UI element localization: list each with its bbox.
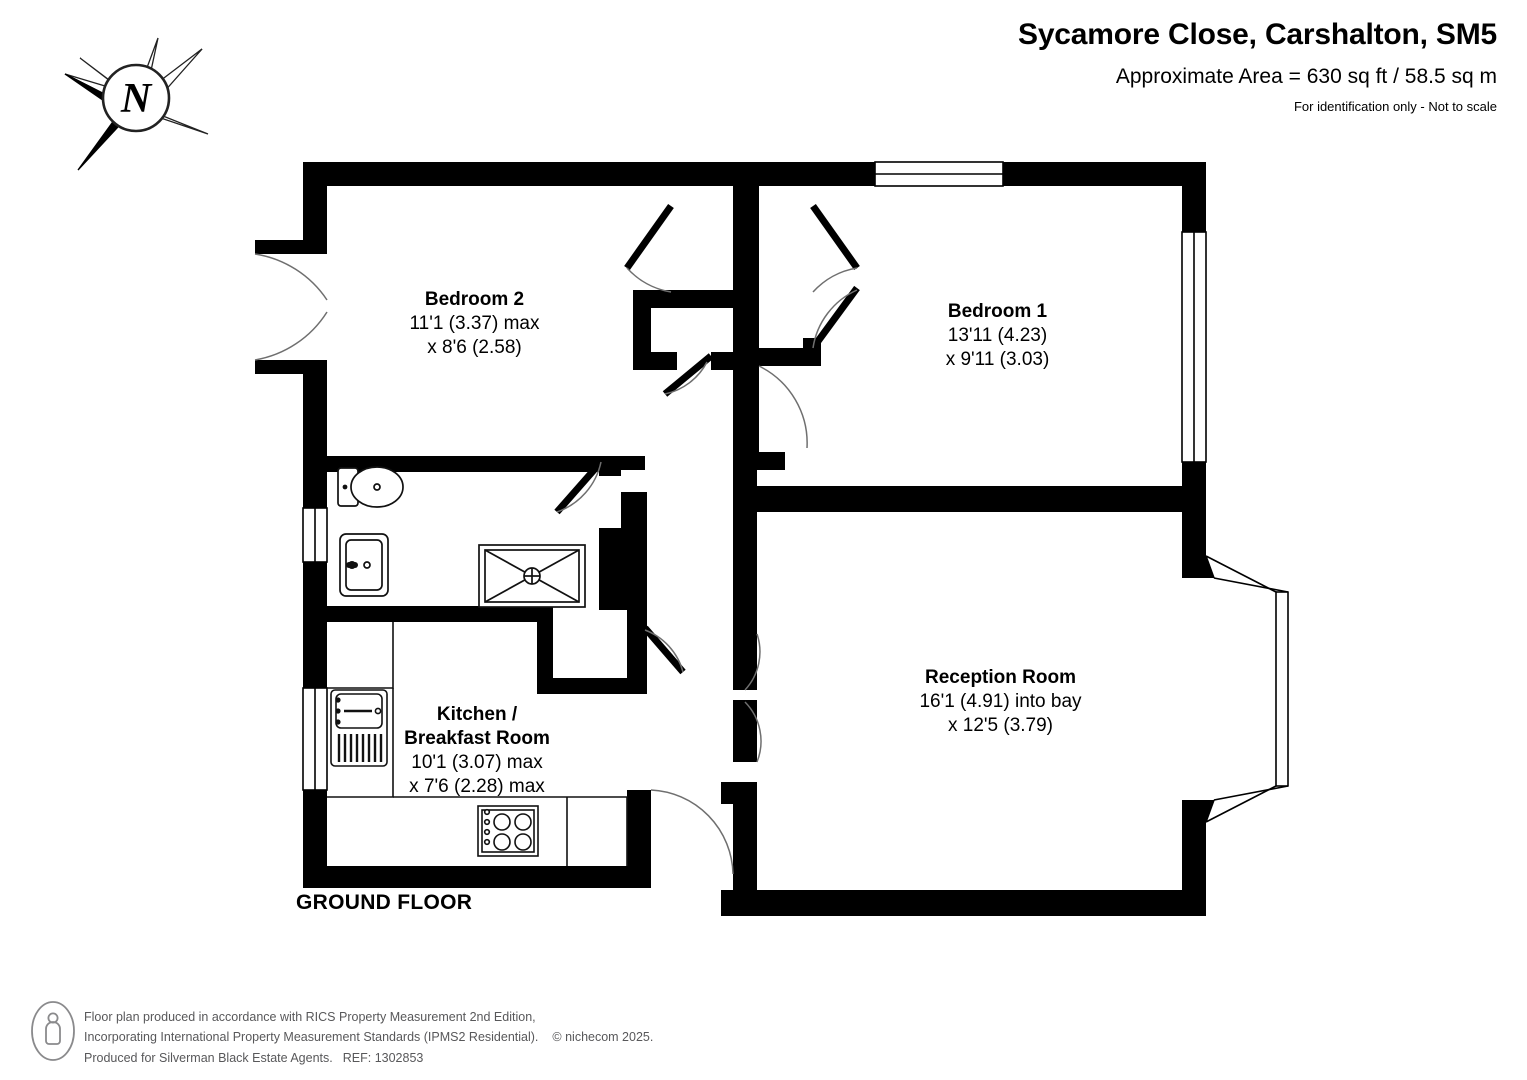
room-label-reception-room: Reception Room 16'1 (4.91) into bay x 12… [848, 666, 1153, 738]
floor-level-label: GROUND FLOOR [296, 891, 473, 914]
wash-basin-icon [339, 533, 389, 597]
approximate-area: Approximate Area = 630 sq ft / 58.5 sq m [1115, 65, 1497, 88]
room-dimension-bedroom-2-1: 11'1 (3.37) max [409, 313, 540, 335]
kitchen-sink-drainer-icon [330, 689, 388, 767]
room-label-kitchen-breakfast-room: Kitchen / Breakfast Room 10'1 (3.07) max… [342, 703, 612, 800]
room-name-kitchen-line1: Kitchen / [436, 704, 518, 725]
hob-cooktop-icon [477, 805, 539, 857]
toilet-wc-icon [337, 466, 404, 508]
kitchen-fixtures [327, 622, 628, 866]
person-information-icon [30, 1000, 76, 1062]
plan-header: Sycamore Close, Carshalton, SM5 Approxim… [1018, 18, 1497, 114]
window-bathroom-left [302, 507, 328, 563]
room-dimension-bedroom-2-2: x 8'6 (2.58) [427, 337, 522, 359]
room-label-bedroom-2: Bedroom 2 11'1 (3.37) max x 8'6 (2.58) [322, 288, 627, 360]
room-name-bedroom-2: Bedroom 2 [424, 289, 525, 310]
bathroom-fixtures [337, 466, 586, 608]
bath-shower-tray-icon [478, 544, 586, 608]
room-name-kitchen-line2: Breakfast Room [404, 728, 550, 750]
plan-footer: Floor plan produced in accordance with R… [30, 1000, 653, 1068]
window-top [874, 161, 1004, 187]
footer-line-2a: Incorporating International Property Mea… [84, 1030, 539, 1045]
footer-reference: REF: 1302853 [342, 1050, 424, 1065]
windows [302, 161, 1207, 791]
window-kitchen-left [302, 687, 328, 791]
footer-line-1: Floor plan produced in accordance with R… [84, 1010, 536, 1024]
room-dimension-kitchen-1: 10'1 (3.07) max [411, 752, 543, 774]
compass-rose-north-icon: N [60, 32, 210, 177]
scale-notice: For identification only - Not to scale [1293, 99, 1497, 114]
room-dimension-reception-room-1: 16'1 (4.91) into bay [919, 691, 1082, 713]
room-dimension-bedroom-1-1: 13'11 (4.23) [947, 325, 1048, 347]
footer-copyright: © nichecom 2025. [552, 1030, 654, 1045]
exterior-walls [255, 162, 1214, 916]
compass-north-letter: N [120, 76, 153, 122]
footer-line-3a: Produced for Silverman Black Estate Agen… [84, 1050, 333, 1065]
bay-window-reception [1205, 555, 1289, 823]
room-name-bedroom-1: Bedroom 1 [947, 301, 1048, 322]
room-label-bedroom-1: Bedroom 1 13'11 (4.23) x 9'11 (3.03) [845, 300, 1150, 372]
room-name-reception-room: Reception Room [925, 667, 1076, 688]
room-dimension-reception-room-2: x 12'5 (3.79) [947, 715, 1054, 737]
doors [254, 203, 860, 875]
window-bedroom1-right [1181, 231, 1207, 463]
room-dimension-kitchen-2: x 7'6 (2.28) max [409, 776, 545, 798]
page-title: Sycamore Close, Carshalton, SM5 [1018, 18, 1497, 51]
room-dimension-bedroom-1-2: x 9'11 (3.03) [945, 349, 1050, 371]
